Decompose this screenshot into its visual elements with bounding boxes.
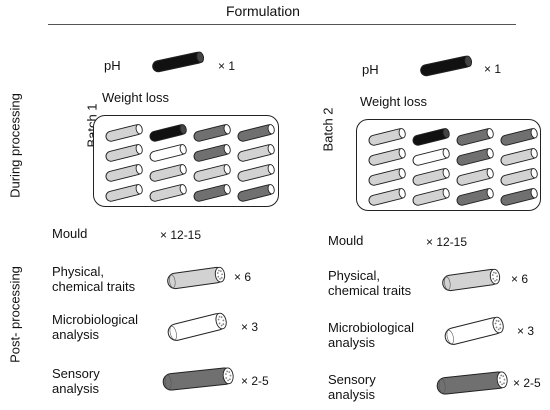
batch-1-sample-sausage-icon xyxy=(237,164,275,182)
batch-1-weight-loss-label: Weight loss xyxy=(102,90,169,105)
batch-2-physical-sample-sausage-icon xyxy=(442,268,501,292)
batch-2-physical-chemical-label: Physical, chemical traits xyxy=(328,268,412,298)
batch-2-sample-sausage-icon xyxy=(500,168,538,186)
batch-2-weight-loss-label: Weight loss xyxy=(360,94,427,109)
batch-2-mould-multiplier: × 12-15 xyxy=(426,235,468,249)
batch-2-physical-multiplier: × 6 xyxy=(511,272,529,286)
batch-2-sample-sausage-icon xyxy=(500,148,538,166)
batch-2-sample-sausage-icon xyxy=(412,188,450,206)
batch-2-sample-sausage-icon xyxy=(456,168,494,186)
batch-1-sample-sausage-icon xyxy=(237,144,275,162)
batch-1-sample-sausage-icon xyxy=(149,164,187,182)
batch-2-mould-label: Mould xyxy=(328,233,364,248)
batch-1-physical-sample-sausage-icon xyxy=(167,266,226,290)
batch-2-sample-sausage-icon xyxy=(368,148,406,166)
batch-2-ph-sample-sausage-icon xyxy=(420,55,473,77)
batch-1-mould-label: Mould xyxy=(52,226,88,241)
batch-1-sample-sausage-icon xyxy=(105,184,143,202)
batch-2-sample-sausage-icon xyxy=(368,188,406,206)
batch-1-sample-sausage-icon xyxy=(105,164,143,182)
batch-1-sample-sausage-icon xyxy=(149,184,187,202)
batch-2-sample-sausage-icon xyxy=(500,128,538,146)
batch-2-sensory-sample-sausage-icon xyxy=(436,371,508,395)
batch-1-sample-sausage-icon xyxy=(193,124,231,142)
batch-2-micro-multiplier: × 3 xyxy=(517,324,535,338)
batch-2-sample-sausage-icon xyxy=(500,188,538,206)
batch-1-physical-multiplier: × 6 xyxy=(234,270,252,284)
batch-2-sensory-label: Sensory analysis xyxy=(328,372,376,402)
batch-2-sample-sausage-icon xyxy=(368,168,406,186)
batch-1-sample-sausage-icon xyxy=(105,124,143,142)
batch-1-sample-sausage-icon xyxy=(237,184,275,202)
batch-1-sample-sausage-icon xyxy=(193,144,231,162)
batch-1-ph-label: pH xyxy=(104,58,121,73)
batch-2-sample-sausage-icon xyxy=(456,128,494,146)
batch-2-sample-sausage-icon xyxy=(456,188,494,206)
batch-1-sample-sausage-icon xyxy=(149,144,187,162)
batch-1-ph-multiplier: × 1 xyxy=(218,59,236,73)
batch-1-sensory-sample-sausage-icon xyxy=(162,367,234,391)
batch-1-sample-sausage-icon xyxy=(149,124,187,142)
batch-2-ph-label: pH xyxy=(362,62,379,77)
side-label-during-processing: During processing xyxy=(7,93,23,198)
batch-2-sample-sausage-icon xyxy=(412,148,450,166)
batch-1-sample-sausage-icon xyxy=(193,184,231,202)
batch-1-micro-multiplier: × 3 xyxy=(241,320,259,334)
batch-2-ph-multiplier: × 1 xyxy=(484,62,502,76)
batch-2-sample-box xyxy=(356,119,541,211)
batch-2-micro-sample-sausage-icon xyxy=(444,316,504,345)
batch-2-sample-sausage-icon xyxy=(412,128,450,146)
batch-1-sensory-label: Sensory analysis xyxy=(52,366,100,396)
batch-1-sample-grid xyxy=(94,116,278,206)
batch-1-mould-multiplier: × 12-15 xyxy=(160,228,202,242)
batch-1-microbiological-label: Microbiological analysis xyxy=(52,312,138,342)
batch-1-sample-sausage-icon xyxy=(105,144,143,162)
batch-2-sample-sausage-icon xyxy=(368,128,406,146)
batch-2-sample-grid xyxy=(357,120,540,210)
batch-2-label: Batch 2 xyxy=(320,107,336,152)
side-label-post-processing: Post- processing xyxy=(7,266,23,363)
batch-1-sensory-multiplier: × 2-5 xyxy=(241,374,269,388)
batch-1-ph-sample-sausage-icon xyxy=(152,51,205,73)
batch-2-sample-sausage-icon xyxy=(412,168,450,186)
formulation-title: Formulation xyxy=(226,3,300,19)
batch-2-microbiological-label: Microbiological analysis xyxy=(328,320,414,350)
batch-2-sensory-multiplier: × 2-5 xyxy=(513,376,541,390)
batch-1-physical-chemical-label: Physical, chemical traits xyxy=(52,264,136,294)
batch-2-sample-sausage-icon xyxy=(456,148,494,166)
title-divider xyxy=(48,24,516,25)
batch-1-sample-sausage-icon xyxy=(193,164,231,182)
batch-1-sample-sausage-icon xyxy=(237,124,275,142)
batch-1-micro-sample-sausage-icon xyxy=(167,312,227,341)
batch-1-sample-box xyxy=(93,115,279,207)
